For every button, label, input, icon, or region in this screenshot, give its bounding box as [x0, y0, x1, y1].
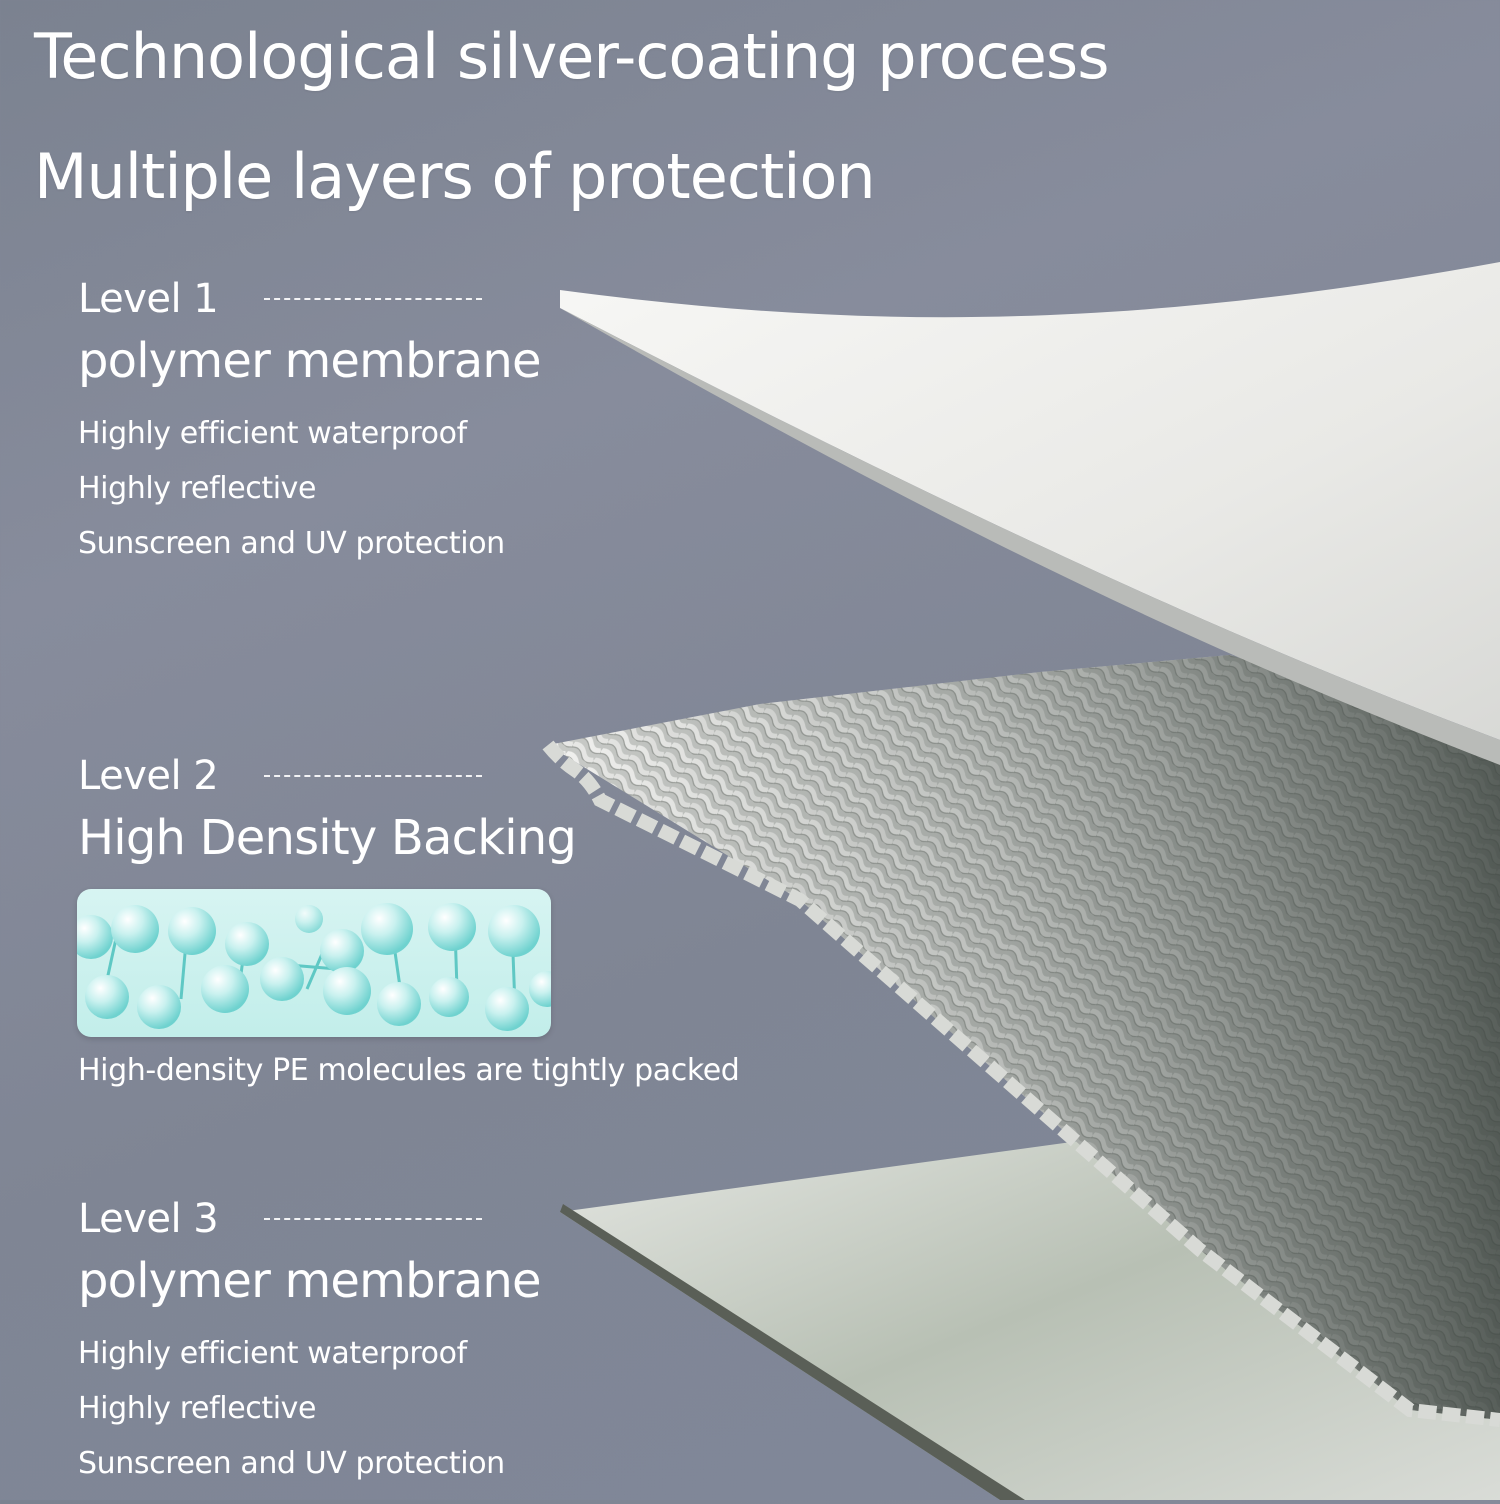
feature-item: Highly reflective	[78, 1391, 317, 1426]
level-2-title: High Density Backing	[78, 810, 577, 866]
level-1-block: Level 1 polymer membrane Highly efficien…	[78, 279, 541, 584]
headline-line-1: Technological silver-coating process	[34, 20, 1109, 93]
feature-item: Highly efficient waterproof	[78, 416, 467, 451]
level-3-block: Level 3 polymer membrane Highly efficien…	[78, 1199, 541, 1504]
layer1-sheet	[560, 262, 1500, 765]
feature-item: Highly reflective	[78, 471, 317, 506]
level-2-header: Level 2	[78, 756, 576, 796]
level-1-label: Level 1	[78, 276, 219, 322]
level-1-leader-line	[264, 298, 483, 300]
level-1-header: Level 1	[78, 279, 541, 319]
level-3-features: Highly efficient waterproof Highly refle…	[78, 1339, 541, 1479]
molecule-illustration	[77, 889, 551, 1037]
level-2-block: Level 2 High Density Backing	[78, 756, 577, 866]
level-2-leader-line	[264, 775, 483, 777]
level-3-leader-line	[264, 1218, 483, 1220]
level-3-title: polymer membrane	[78, 1253, 541, 1309]
headline-line-2: Multiple layers of protection	[34, 140, 876, 213]
feature-item: Highly efficient waterproof	[78, 1336, 467, 1371]
layer2-mesh	[542, 655, 1500, 1427]
feature-item: Sunscreen and UV protection	[78, 526, 505, 561]
level-3-label: Level 3	[78, 1196, 219, 1242]
level-3-header: Level 3	[78, 1199, 541, 1239]
level-1-title: polymer membrane	[78, 333, 541, 389]
level-2-label: Level 2	[78, 753, 219, 799]
molecule-chain-icon	[77, 903, 551, 1031]
level-1-features: Highly efficient waterproof Highly refle…	[78, 419, 541, 559]
level-2-caption: High-density PE molecules are tightly pa…	[78, 1053, 740, 1088]
feature-item: Sunscreen and UV protection	[78, 1446, 505, 1481]
